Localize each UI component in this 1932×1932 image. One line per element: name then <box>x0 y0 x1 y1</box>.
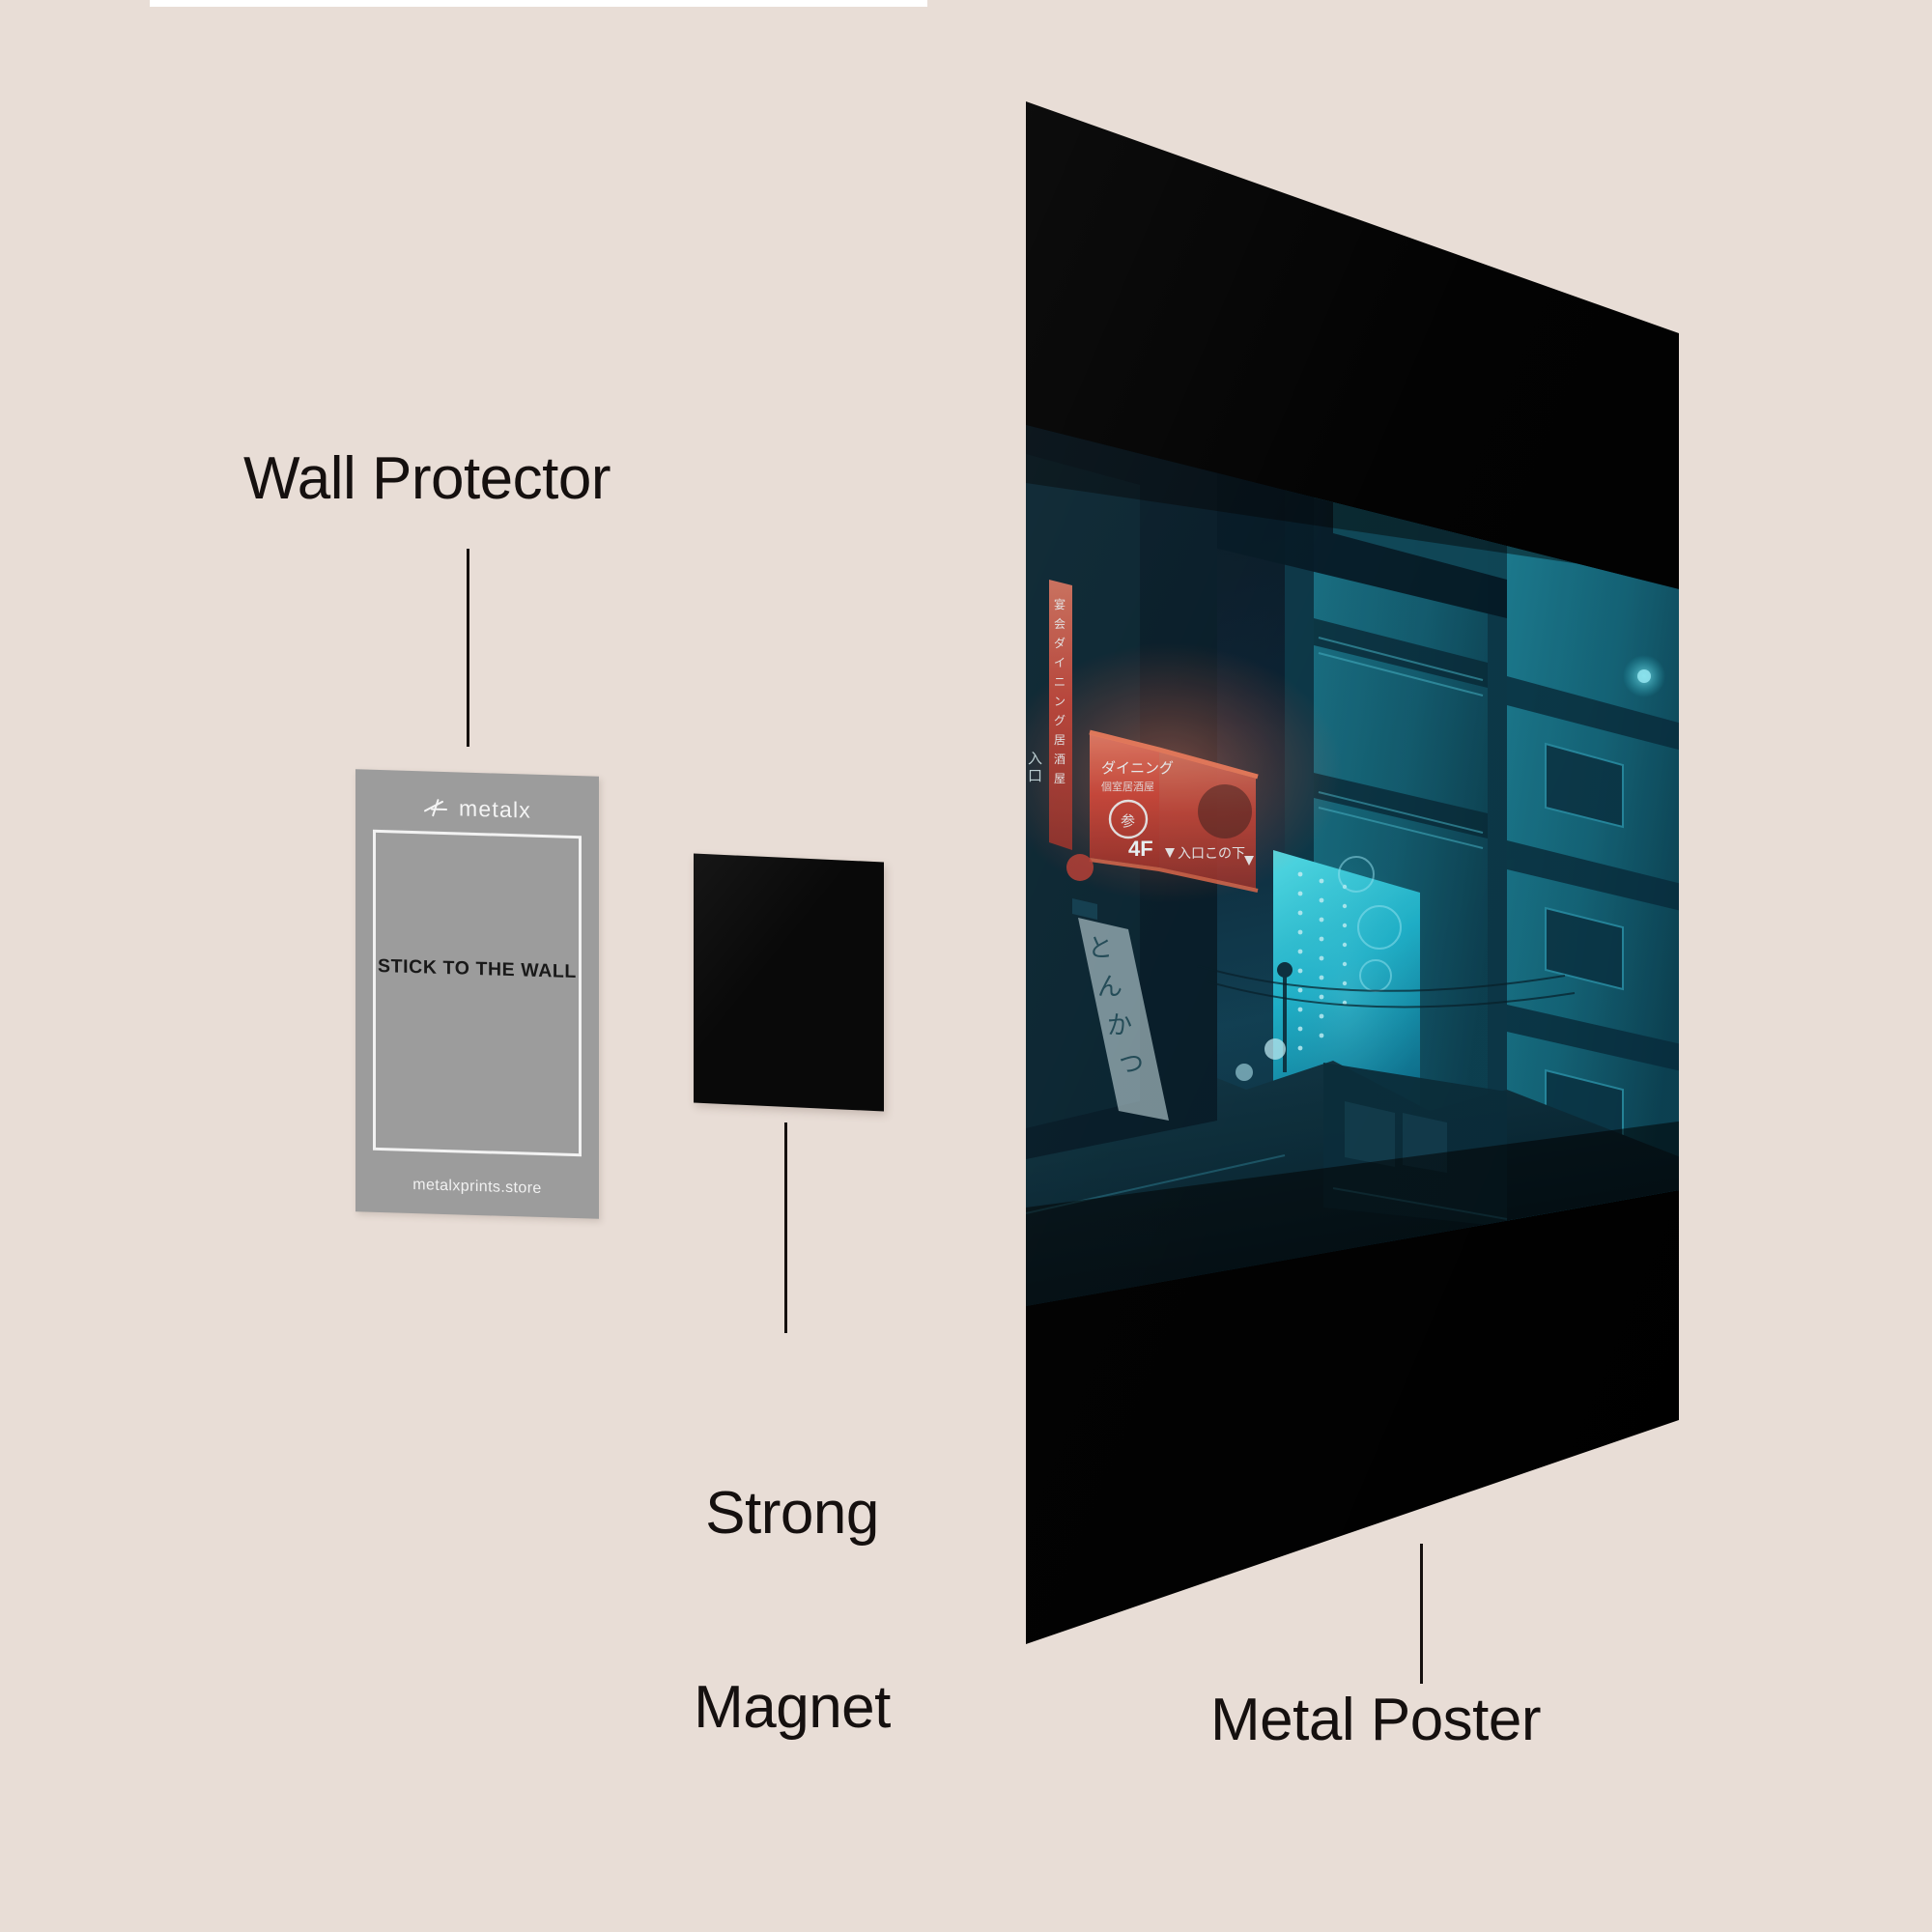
svg-text:個室居酒屋: 個室居酒屋 <box>1101 780 1154 793</box>
svg-text:ん: ん <box>1097 973 1122 1002</box>
svg-text:入: 入 <box>1028 750 1042 767</box>
poster-panel <box>1026 101 1679 1644</box>
svg-text:グ: グ <box>1054 714 1065 727</box>
svg-text:酒: 酒 <box>1054 753 1065 766</box>
svg-text:宴: 宴 <box>1054 597 1065 611</box>
svg-text:参: 参 <box>1121 812 1135 830</box>
wall-protector-card: metalx STICK TO THE WALL metalxprints.st… <box>355 769 599 1219</box>
callout-label-strong-magnet: Strong Magnet <box>676 1352 908 1870</box>
svg-text:屋: 屋 <box>1054 772 1065 785</box>
callout-label-strong-magnet-line2: Magnet <box>694 1673 891 1741</box>
metalx-cross-mark <box>424 798 448 816</box>
svg-text:か: か <box>1107 1011 1132 1040</box>
card-logo-text: metalx <box>459 795 531 823</box>
callout-label-wall-protector: Wall Protector <box>243 445 611 512</box>
svg-text:ン: ン <box>1054 695 1065 708</box>
svg-text:居: 居 <box>1054 733 1065 747</box>
svg-text:ニ: ニ <box>1054 675 1065 689</box>
svg-text:口: 口 <box>1028 767 1042 784</box>
svg-text:イ: イ <box>1054 656 1065 669</box>
card-logo: metalx <box>355 792 599 825</box>
svg-text:つ: つ <box>1119 1050 1144 1079</box>
poster-gloss <box>1026 101 1679 1644</box>
strong-magnet-square <box>694 853 884 1112</box>
sign-dining: ダイニング <box>1101 759 1174 777</box>
svg-text:入口この下: 入口この下 <box>1178 846 1245 862</box>
svg-text:ダ: ダ <box>1054 636 1065 650</box>
card-inner-frame <box>373 829 582 1157</box>
callout-label-strong-magnet-line1: Strong <box>705 1479 879 1547</box>
card-store-url: metalxprints.store <box>412 1177 542 1197</box>
sign-4f: 4F <box>1128 837 1153 861</box>
leader-line-wall-protector <box>467 549 469 747</box>
leader-line-strong-magnet <box>784 1122 787 1333</box>
top-edge-strip <box>150 0 927 7</box>
sign-tonkatsu-1: と <box>1088 934 1113 963</box>
svg-text:会: 会 <box>1054 617 1065 631</box>
poster-artwork: ダイニング 個室居酒屋 参 4F 入口この下 <box>1026 425 1679 1306</box>
leader-line-metal-poster <box>1420 1544 1423 1684</box>
callout-label-metal-poster: Metal Poster <box>1210 1687 1542 1753</box>
